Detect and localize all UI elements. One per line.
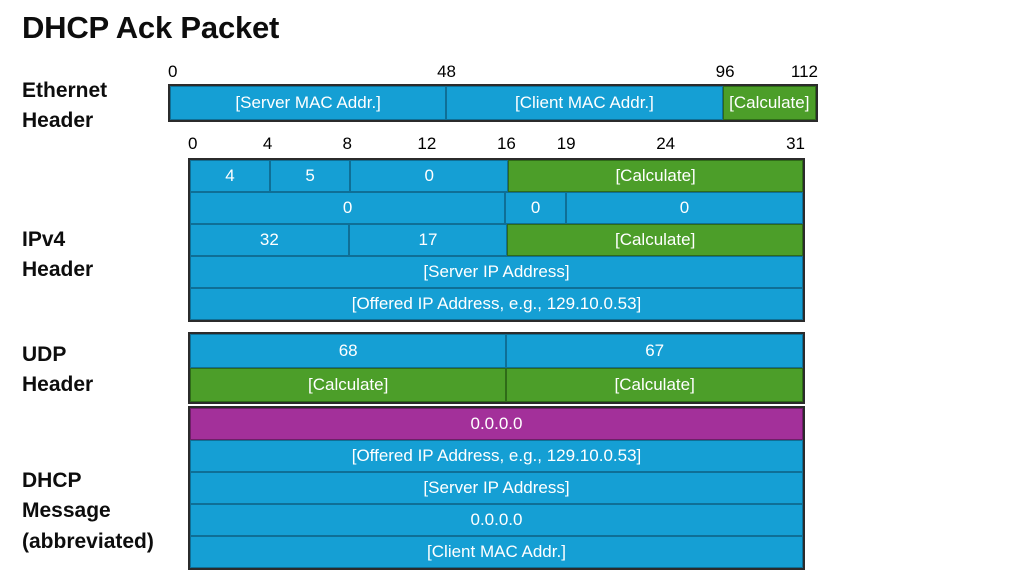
packet-row: 0.0.0.0 bbox=[190, 504, 803, 536]
packet-field: 5 bbox=[270, 160, 351, 192]
packet-field: [Server IP Address] bbox=[190, 256, 803, 288]
packet-row: [Server IP Address] bbox=[190, 256, 803, 288]
packet-field: 0 bbox=[190, 192, 506, 224]
packet-field: [Calculate] bbox=[506, 368, 803, 402]
packet-row: [Offered IP Address, e.g., 129.10.0.53] bbox=[190, 288, 803, 320]
section-label-udp-line1: UDP bbox=[22, 343, 67, 366]
bit-tick-ethernet-0: 0 bbox=[168, 62, 178, 81]
bit-tick-ipv4-19: 19 bbox=[556, 134, 576, 153]
packet-field: [Calculate] bbox=[722, 86, 816, 120]
bit-tick-ipv4-16: 16 bbox=[496, 134, 516, 153]
section-label-udp-line2: Header bbox=[22, 373, 94, 397]
packet-field: [Calculate] bbox=[508, 160, 803, 192]
packet-field: [Client MAC Addr.] bbox=[190, 536, 803, 568]
packet-row: [Server IP Address] bbox=[190, 472, 803, 504]
packet-row: [Server MAC Addr.][Client MAC Addr.][Cal… bbox=[170, 86, 816, 120]
packet-row: [Calculate][Calculate] bbox=[190, 368, 803, 402]
section-label-ethernet-line2: Header bbox=[22, 109, 94, 133]
packet-table-dhcp: 0.0.0.0[Offered IP Address, e.g., 129.10… bbox=[188, 406, 805, 570]
packet-field: 0 bbox=[505, 192, 567, 224]
section-label-dhcp-line2: Message bbox=[22, 499, 111, 523]
packet-field: [Client MAC Addr.] bbox=[446, 86, 723, 120]
packet-row: [Client MAC Addr.] bbox=[190, 536, 803, 568]
packet-field: 0.0.0.0 bbox=[190, 504, 803, 536]
bit-tick-ipv4-31: 31 bbox=[786, 134, 805, 153]
packet-row: [Offered IP Address, e.g., 129.10.0.53] bbox=[190, 440, 803, 472]
section-label-ipv4: IPv4 Header bbox=[22, 225, 93, 286]
packet-field: 0 bbox=[566, 192, 803, 224]
section-label-dhcp: DHCP Message (abbreviated) bbox=[22, 466, 154, 557]
bit-tick-ipv4-0: 0 bbox=[188, 134, 198, 153]
packet-field: [Calculate] bbox=[507, 224, 803, 256]
bit-tick-ipv4-8: 8 bbox=[342, 134, 352, 153]
packet-row: 0.0.0.0 bbox=[190, 408, 803, 440]
packet-table-ethernet: [Server MAC Addr.][Client MAC Addr.][Cal… bbox=[168, 84, 818, 122]
packet-field: 68 bbox=[190, 334, 507, 368]
bit-tick-ethernet-112: 112 bbox=[790, 62, 818, 81]
bit-ruler-ipv4: 0 4 8 12 16 19 24 31 bbox=[188, 134, 805, 156]
packet-field: [Offered IP Address, e.g., 129.10.0.53] bbox=[190, 440, 803, 472]
packet-field: [Calculate] bbox=[190, 368, 507, 402]
section-label-ethernet: Ethernet Header bbox=[22, 76, 107, 137]
section-label-ipv4-line1: IPv4 bbox=[22, 228, 66, 251]
section-label-ipv4-line2: Header bbox=[22, 258, 94, 282]
packet-field: [Server IP Address] bbox=[190, 472, 803, 504]
bit-ruler-ethernet: 0 48 96 112 bbox=[168, 62, 818, 84]
packet-field: 4 bbox=[190, 160, 271, 192]
bit-tick-ipv4-4: 4 bbox=[262, 134, 273, 153]
packet-field: [Server MAC Addr.] bbox=[170, 86, 447, 120]
section-label-dhcp-line1: DHCP bbox=[22, 469, 82, 492]
bit-tick-ethernet-48: 48 bbox=[437, 62, 457, 81]
section-label-ethernet-line1: Ethernet bbox=[22, 79, 108, 102]
section-label-udp: UDP Header bbox=[22, 340, 93, 401]
packet-field: 0.0.0.0 bbox=[190, 408, 803, 440]
packet-field: 67 bbox=[506, 334, 803, 368]
bit-tick-ipv4-12: 12 bbox=[417, 134, 437, 153]
packet-field: [Offered IP Address, e.g., 129.10.0.53] bbox=[190, 288, 803, 320]
section-label-dhcp-line3: (abbreviated) bbox=[22, 529, 154, 553]
packet-field: 17 bbox=[348, 224, 508, 256]
page-title: DHCP Ack Packet bbox=[22, 10, 280, 45]
bit-tick-ethernet-96: 96 bbox=[715, 62, 735, 81]
bit-tick-ipv4-24: 24 bbox=[656, 134, 676, 153]
packet-field: 0 bbox=[350, 160, 509, 192]
packet-field: 32 bbox=[190, 224, 349, 256]
